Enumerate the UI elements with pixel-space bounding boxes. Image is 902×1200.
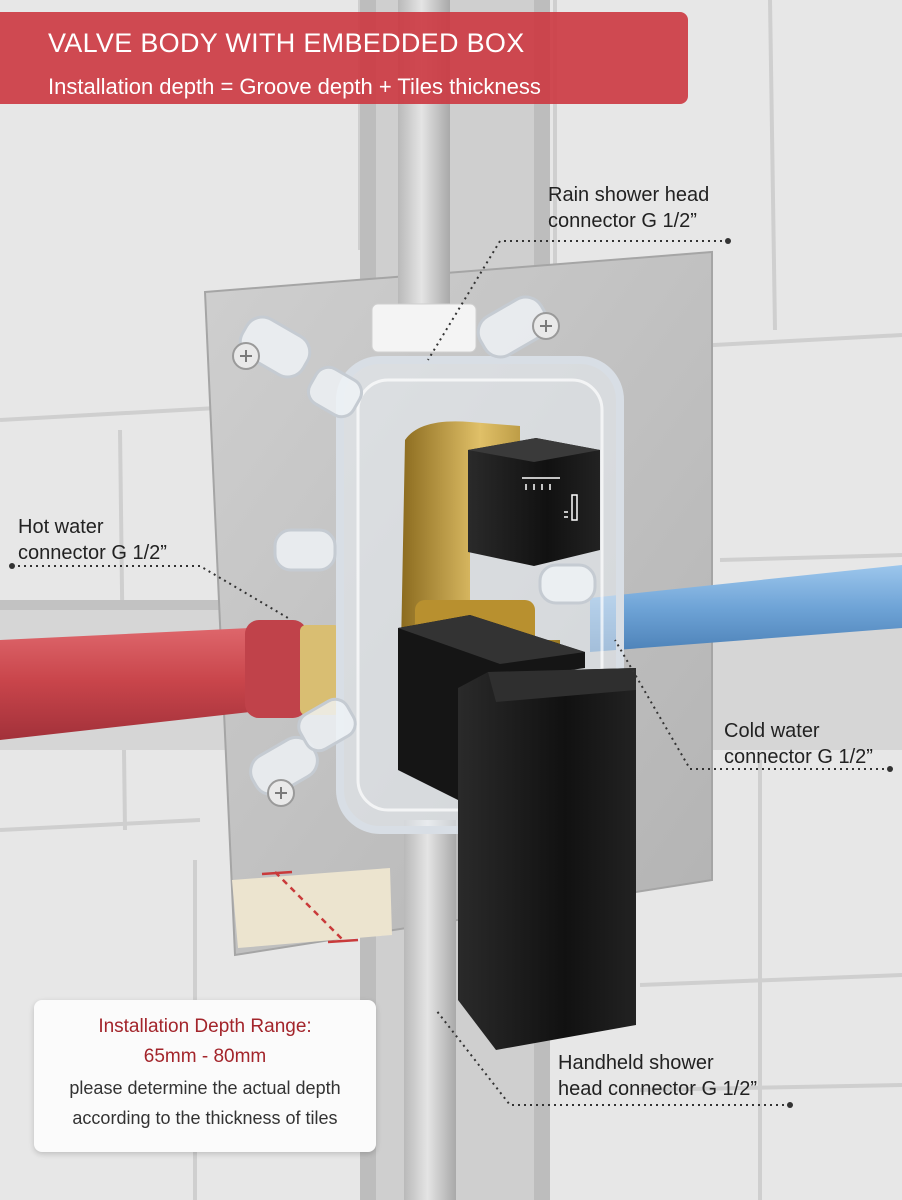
depth-indicator-block bbox=[232, 868, 392, 948]
info-note-line-2: according to the thickness of tiles bbox=[72, 1108, 338, 1128]
hot-water-pipe bbox=[0, 622, 300, 740]
title-banner: VALVE BODY WITH EMBEDDED BOX Installatio… bbox=[0, 12, 688, 104]
info-heading: Installation Depth Range: bbox=[98, 1016, 312, 1037]
label-hot-water-connector: Hot water connector G 1/2” bbox=[18, 516, 167, 564]
info-note-line-1: please determine the actual depth bbox=[69, 1078, 341, 1098]
handle-base bbox=[398, 615, 585, 800]
cold-water-pipe bbox=[590, 565, 902, 652]
subtitle: Installation depth = Groove depth + Tile… bbox=[48, 74, 541, 99]
info-depth-range: 65mm - 80mm bbox=[143, 1046, 267, 1067]
pipe-coupling bbox=[371, 303, 477, 353]
label-rain-shower-connector: Rain shower head connector G 1/2” bbox=[548, 184, 710, 232]
label-cold-water-connector: Cold water connector G 1/2” bbox=[724, 720, 873, 768]
installation-depth-info-box: Installation Depth Range: 65mm - 80mm pl… bbox=[34, 1000, 376, 1152]
diverter-knob bbox=[468, 438, 600, 566]
leader-lines bbox=[12, 240, 890, 1106]
title: VALVE BODY WITH EMBEDDED BOX bbox=[48, 28, 525, 58]
handheld-supply-pipe bbox=[404, 820, 456, 1200]
label-handheld-shower-connector: Handheld shower head connector G 1/2” bbox=[558, 1052, 758, 1100]
diverter-icons bbox=[522, 477, 578, 521]
lever-handle bbox=[458, 668, 636, 1050]
mounting-brackets bbox=[238, 295, 597, 797]
